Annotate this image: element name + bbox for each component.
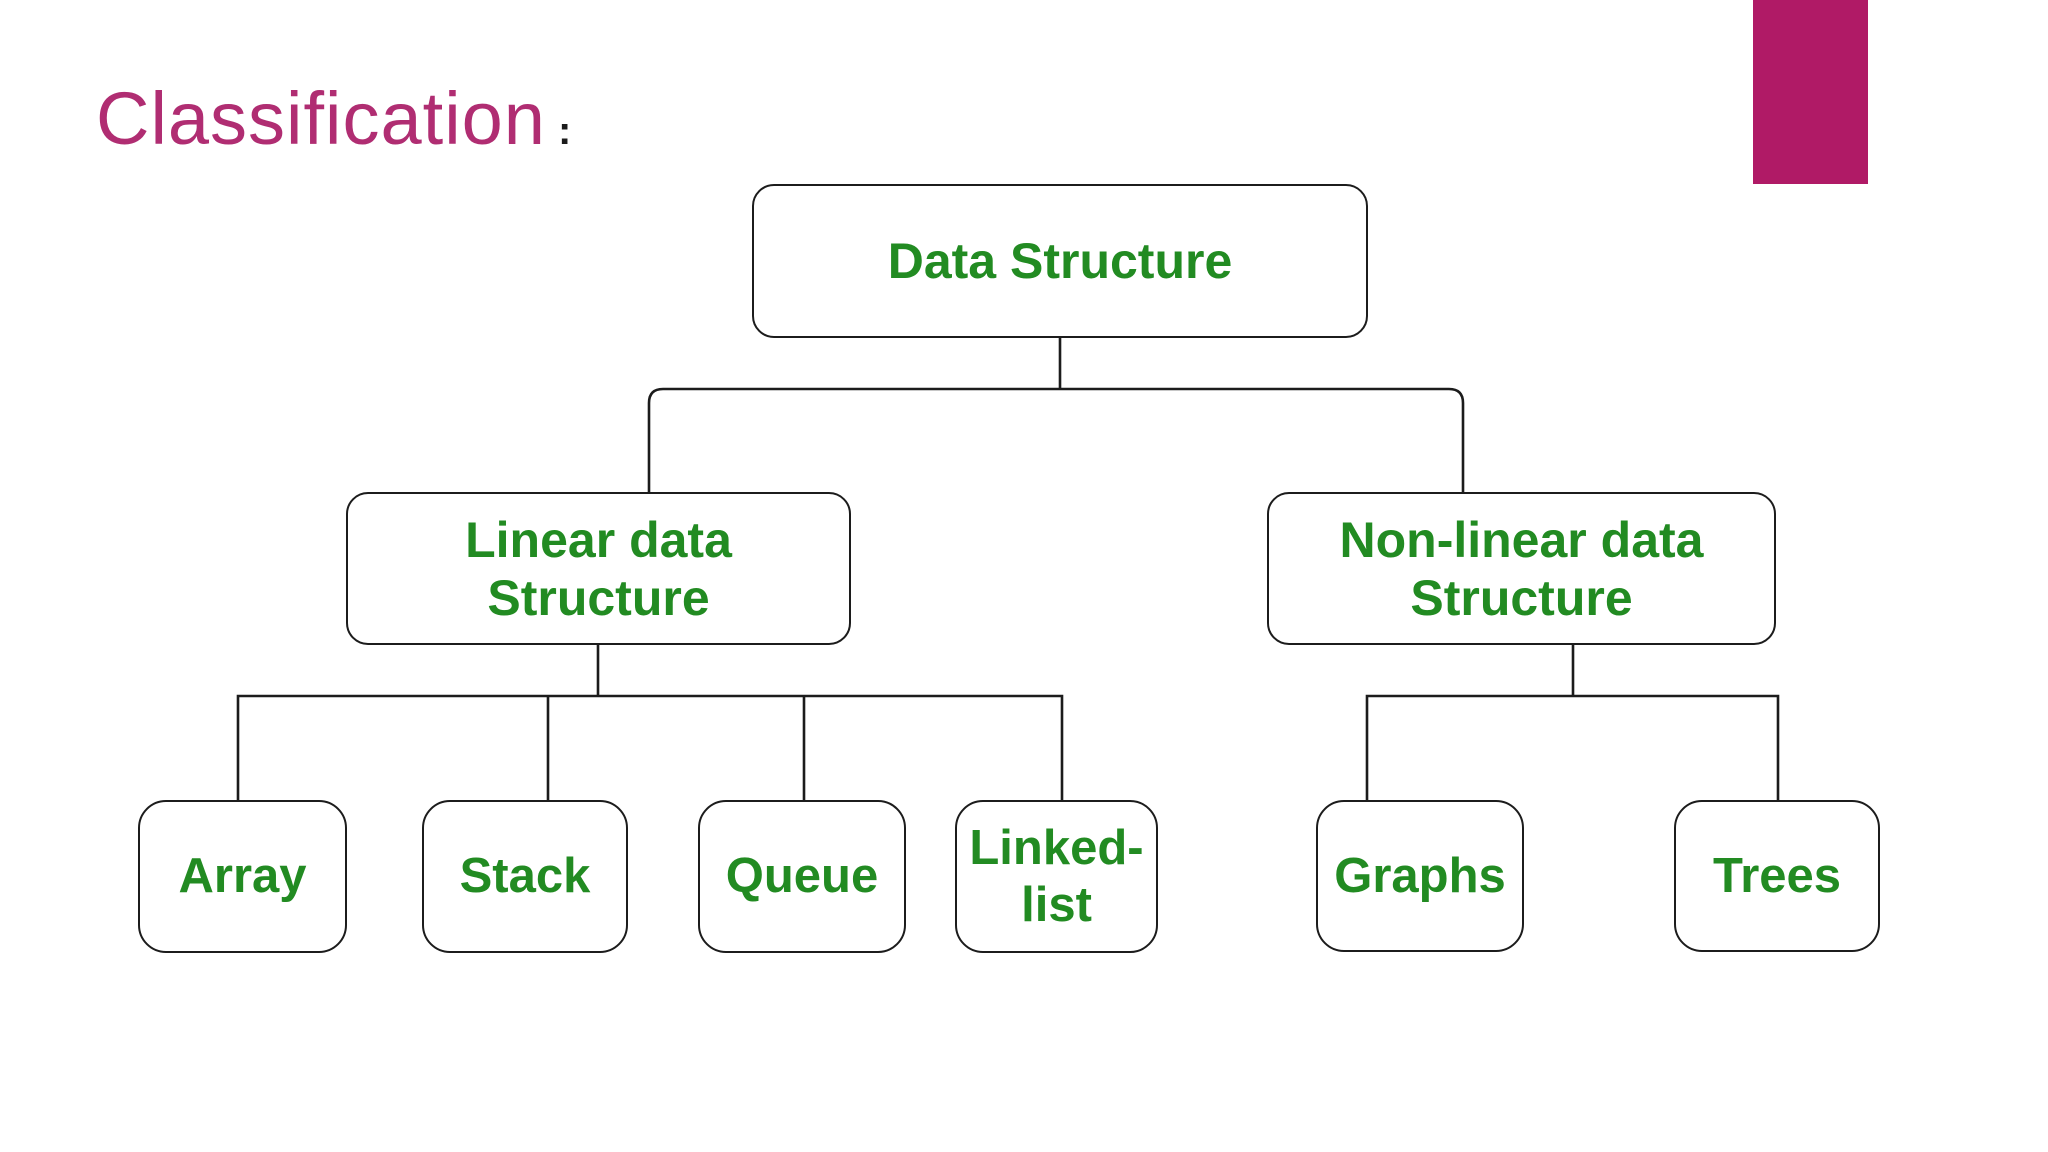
node-stack: Stack [422, 800, 628, 953]
node-data-structure: Data Structure [752, 184, 1368, 338]
node-label-line: Graphs [1334, 848, 1506, 903]
node-queue: Queue [698, 800, 906, 953]
node-trees: Trees [1674, 800, 1880, 952]
accent-bar [1753, 0, 1868, 184]
node-non-linear-data-structure: Non-linear data Structure [1267, 492, 1776, 645]
node-graphs: Graphs [1316, 800, 1524, 952]
node-label-line: Linear data [465, 511, 732, 568]
node-label-line: Data Structure [887, 233, 1233, 289]
node-array: Array [138, 800, 347, 953]
node-label-line: Array [178, 849, 307, 904]
node-label-line: Stack [459, 849, 591, 904]
slide-title-text: Classification [96, 77, 546, 160]
connector-path [236, 338, 1780, 800]
node-label-line: Non-linear data [1339, 511, 1704, 568]
node-label-line: Structure [1410, 569, 1633, 626]
node-linked-list: Linked- list [955, 800, 1158, 953]
node-label-line: Trees [1712, 848, 1842, 903]
node-label-line: Structure [487, 569, 710, 626]
slide-title-colon: : [557, 109, 572, 153]
node-label-line: list [1021, 877, 1092, 932]
slide-title: Classification : [96, 76, 571, 161]
node-linear-data-structure: Linear data Structure [346, 492, 851, 645]
node-label-line: Linked- [969, 820, 1144, 875]
node-label-line: Queue [725, 849, 879, 904]
